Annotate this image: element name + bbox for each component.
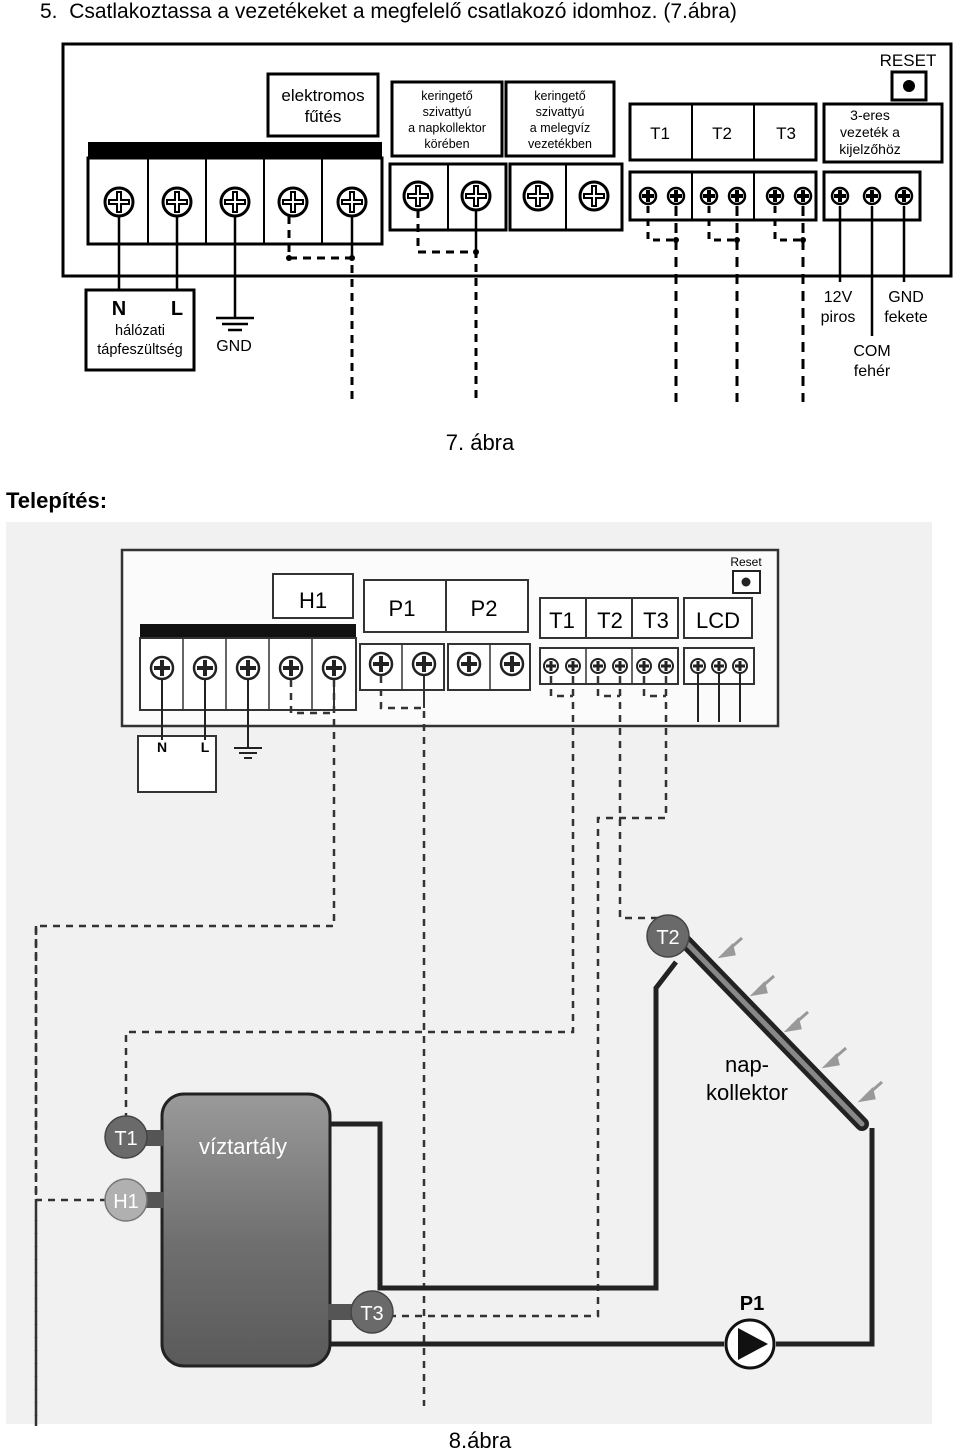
pump-hotwater-line4: vezetékben (528, 137, 592, 151)
sensor-label-t2: T2 (712, 124, 732, 143)
reset-label-8: Reset (730, 555, 762, 569)
collector-label-line1: nap- (725, 1052, 769, 1077)
tank-sensor-t1 (104, 1115, 148, 1159)
tank-heater-h1 (104, 1178, 148, 1222)
pump-collector-line3: a napkollektor (408, 121, 486, 135)
sensor-terminal-block (628, 170, 818, 222)
t2-label-8: T2 (597, 608, 623, 633)
tank-label: víztartály (199, 1134, 287, 1159)
sensor-t2-label: T2 (656, 927, 679, 949)
step-heading: 5. Csatlakoztassa a vezetékeket a megfel… (40, 0, 737, 24)
pump-label: P1 (740, 1293, 764, 1315)
figure-7-caption: 7. ábra (445, 430, 515, 455)
l-label-8: L (201, 739, 210, 755)
terminal-block-bar (88, 142, 382, 158)
heater-label-box (266, 72, 380, 138)
wire-12v-label: 12V (824, 289, 853, 306)
step-instruction: Csatlakoztassa a vezetékeket a megfelelő… (69, 0, 737, 23)
wire-12v-color: piros (821, 309, 856, 326)
collector-sensor-t2 (646, 914, 690, 958)
l-label: L (171, 298, 183, 320)
p2-label: P2 (471, 596, 498, 621)
wire-gnd-color: fekete (884, 309, 928, 326)
step-number: 5. (40, 0, 58, 23)
heater-label-line2: fűtés (305, 107, 342, 126)
display-label-line2: vezeték a (840, 124, 900, 140)
mains-box-8 (137, 735, 217, 793)
reset-dot (903, 80, 915, 92)
n-label-8: N (157, 739, 167, 755)
display-label-line1: 3-eres (850, 107, 890, 123)
figure-8-installation-diagram: Reset H1 P1 P2 T1 T2 T3 LCD N L (6, 522, 932, 1426)
display-label-line3: kijelzőhöz (839, 141, 900, 157)
mains-label-line1: hálózati (115, 323, 165, 339)
sensor-label-t3: T3 (776, 124, 796, 143)
mains-label-line2: tápfeszültség (97, 342, 182, 358)
display-label-box (822, 102, 944, 164)
t1-label-8: T1 (549, 608, 575, 633)
h1-label-box (272, 573, 354, 619)
installation-heading: Telepítés: (6, 488, 108, 513)
sensor-label-t1: T1 (650, 124, 670, 143)
reset-label: RESET (880, 51, 937, 70)
wire-com-color: fehér (854, 363, 891, 380)
lcd-label-box (683, 597, 753, 639)
water-tank (160, 1092, 332, 1368)
wire-gnd-label: GND (888, 289, 924, 306)
sensor-label-box-8 (539, 597, 679, 639)
pump-hotwater-line3: a melegvíz (530, 121, 590, 135)
p1-label: P1 (389, 596, 416, 621)
collector-label-line2: kollektor (706, 1080, 788, 1105)
pump-collector-line4: körében (424, 137, 469, 151)
controller-panel (61, 42, 953, 278)
wire-com-label: COM (853, 343, 890, 360)
heater-label-line1: elektromos (281, 86, 364, 105)
gnd-label: GND (216, 338, 252, 355)
figure-7-wiring-diagram: RESET elektromos fűtés keringető szivatt… (61, 42, 953, 402)
h1-label: H1 (299, 588, 327, 613)
pump-hotwater-line2: szivattyú (536, 105, 585, 119)
sensor-h1-label: H1 (113, 1191, 139, 1213)
tank-sensor-t3 (350, 1290, 394, 1334)
pump-collector-line2: szivattyú (423, 105, 472, 119)
figure-8-caption: 8.ábra (448, 1428, 512, 1453)
sensor-label-box (628, 102, 818, 162)
pump-collector-label-box (390, 80, 504, 158)
lcd-label: LCD (696, 608, 740, 633)
t3-label-8: T3 (643, 608, 669, 633)
terminal-bar-8 (140, 624, 356, 638)
n-label: N (112, 298, 126, 320)
pump-hotwater-label-box (504, 80, 616, 158)
sensor-t1-label: T1 (114, 1128, 137, 1150)
sensor-t3-label: T3 (360, 1303, 383, 1325)
mains-supply-box (84, 288, 196, 372)
pump-hotwater-line1: keringető (534, 89, 585, 103)
pump-collector-line1: keringető (421, 89, 472, 103)
